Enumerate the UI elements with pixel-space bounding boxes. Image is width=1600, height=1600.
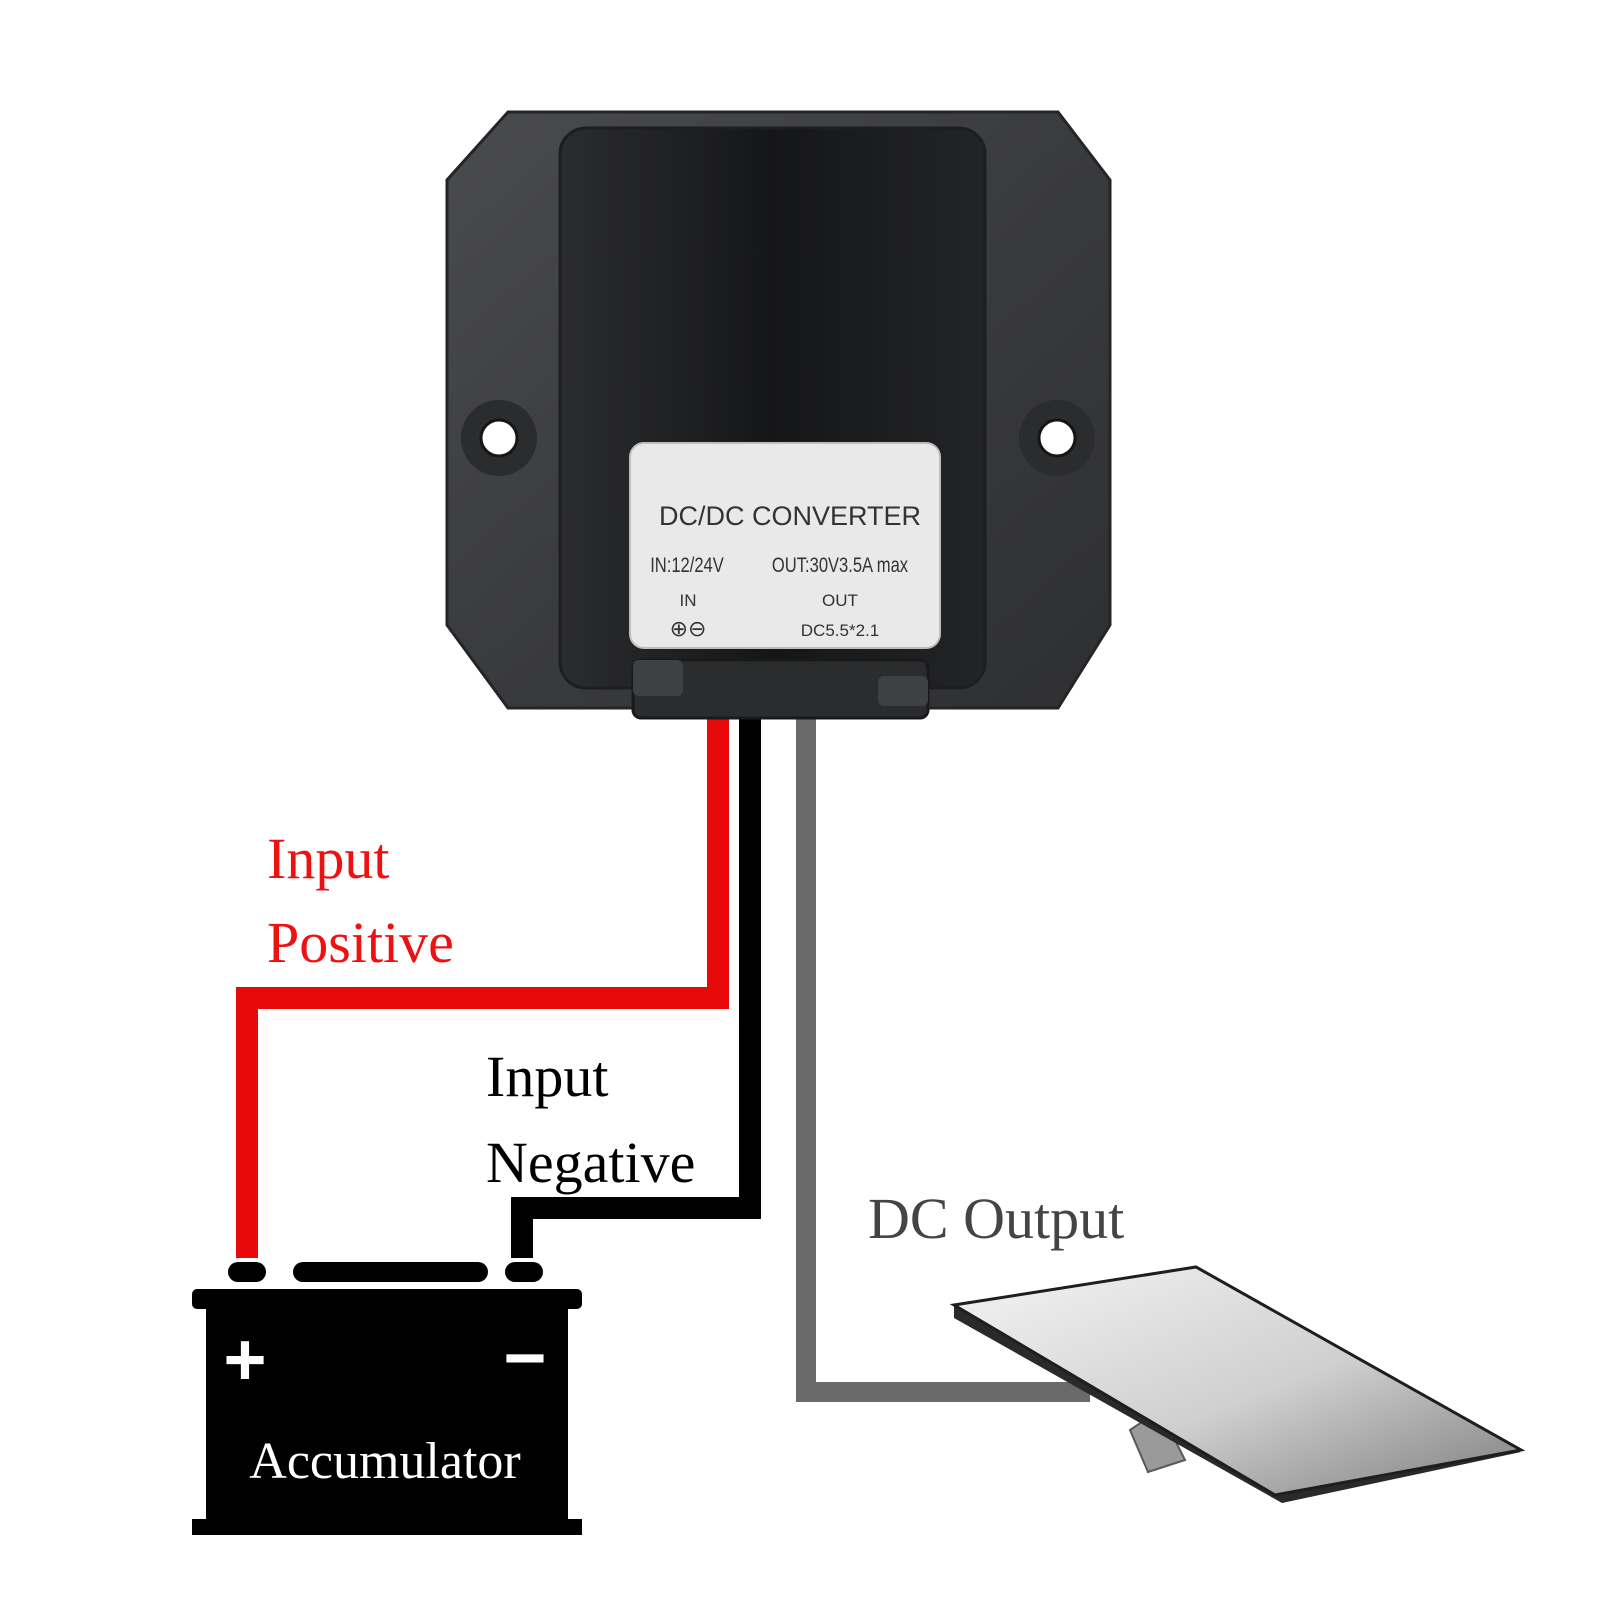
battery-lid (192, 1289, 582, 1309)
battery-minus-icon: − (503, 1316, 546, 1399)
output-device-panel (949, 1265, 1526, 1497)
battery-terminal-positive (228, 1262, 266, 1282)
strain-relief-notch-right (878, 676, 928, 706)
mounting-hole-left (461, 400, 537, 476)
label-connector: DC5.5*2.1 (801, 621, 879, 640)
strain-relief-notch-left (633, 660, 683, 696)
battery-base (192, 1519, 582, 1535)
battery-plus-icon: + (223, 1318, 266, 1401)
battery-body (206, 1309, 568, 1519)
label-in: IN (680, 591, 697, 610)
input-positive-label-line2: Positive (267, 910, 454, 975)
output-device (949, 1265, 1526, 1503)
input-positive-label-line1: Input (267, 826, 389, 891)
battery-name: Accumulator (249, 1433, 520, 1490)
dc-dc-converter: DC/DC CONVERTER IN:12/24V OUT:30V3.5A ma… (445, 110, 1112, 720)
input-negative-label-line2: Negative (486, 1130, 695, 1195)
input-negative-label-line1: Input (486, 1044, 608, 1109)
battery-terminal-negative (505, 1262, 543, 1282)
positive-wire (236, 705, 729, 1258)
mounting-hole-right (1019, 400, 1095, 476)
label-title: DC/DC CONVERTER (659, 501, 921, 531)
negative-wire (511, 705, 761, 1258)
label-in-spec: IN:12/24V (650, 554, 724, 577)
label-out: OUT (822, 591, 858, 610)
battery-top-bar (293, 1262, 488, 1282)
label-out-spec: OUT:30V3.5A max (772, 554, 909, 577)
product-label (629, 442, 941, 649)
dc-output-label: DC Output (868, 1186, 1124, 1251)
accumulator-battery: + − Accumulator (192, 1262, 582, 1535)
label-polarity-icon: ⊕⊖ (670, 616, 707, 641)
output-wire (796, 712, 1090, 1402)
